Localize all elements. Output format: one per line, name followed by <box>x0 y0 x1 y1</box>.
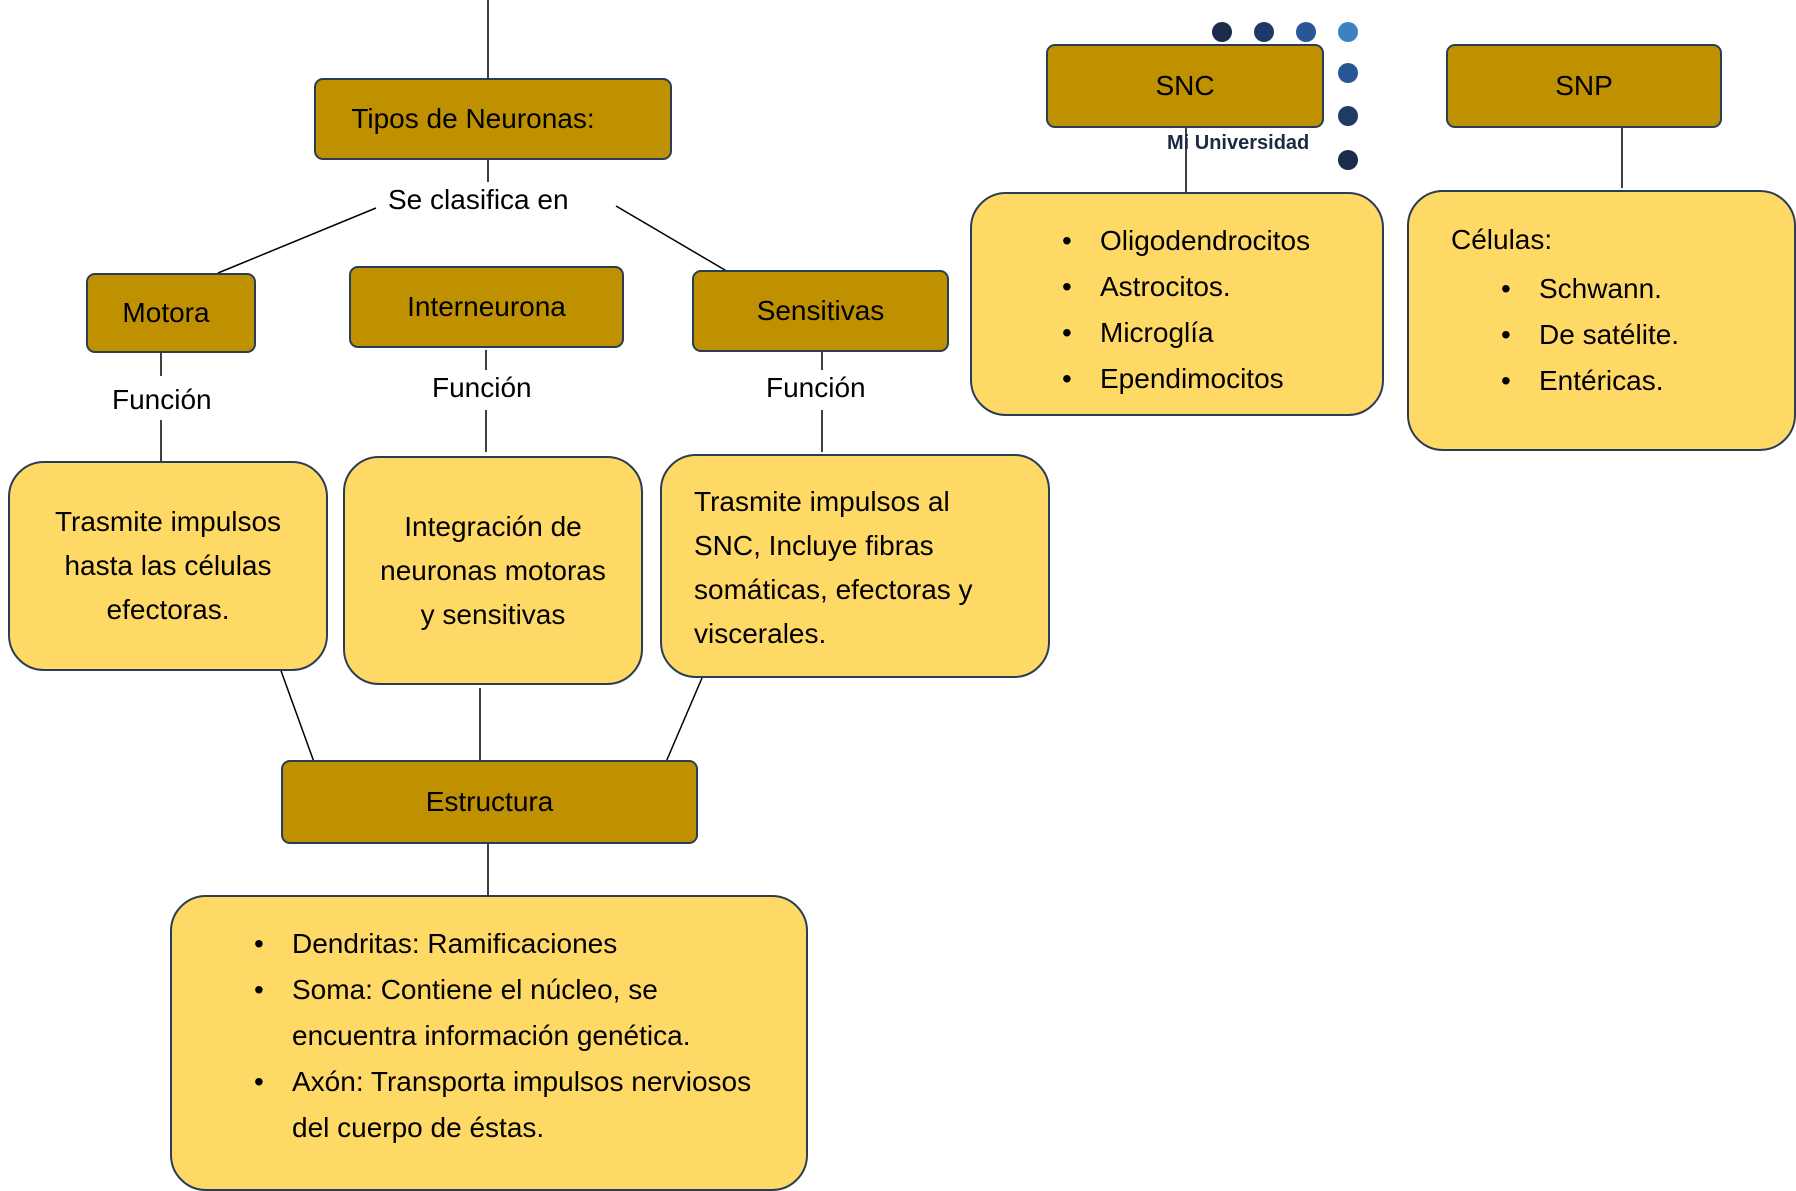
snc-list: Oligodendrocitos Astrocitos. Microglía E… <box>1054 218 1362 402</box>
structure-list: Dendritas: Ramificaciones Soma: Contiene… <box>246 921 766 1151</box>
connector-classify-to-sensitivas <box>615 205 731 274</box>
list-item: Schwann. <box>1493 266 1774 312</box>
snc-list-card: Oligodendrocitos Astrocitos. Microglía E… <box>970 192 1384 416</box>
classify-label: Se clasifica en <box>382 182 575 218</box>
snc-title: SNC <box>1155 70 1215 101</box>
motora-description-card: Trasmite impulsos hasta las células efec… <box>8 461 328 671</box>
list-item: Dendritas: Ramificaciones <box>246 921 766 967</box>
sensitivas-description-card: Trasmite impulsos al SNC, Incluye fibras… <box>660 454 1050 678</box>
type-sensitivas-header: Sensitivas <box>692 270 949 352</box>
types-title: Tipos de Neuronas: <box>351 103 595 134</box>
logo-dot-icon <box>1338 22 1358 42</box>
sensitivas-description: Trasmite impulsos al SNC, Incluye fibras… <box>694 486 973 649</box>
type-motora-header: Motora <box>86 273 256 353</box>
structure-header: Estructura <box>281 760 698 844</box>
list-item: Oligodendrocitos <box>1054 218 1362 264</box>
logo-text: Mi Universidad <box>1167 132 1310 154</box>
type-sensitivas-title: Sensitivas <box>756 295 885 326</box>
logo-dot-icon <box>1254 22 1274 42</box>
types-title-box: Tipos de Neuronas: <box>314 78 672 160</box>
snp-title: SNP <box>1555 70 1613 101</box>
connector-motora-card-to-structure <box>279 667 315 763</box>
relation-label-motora: Función <box>106 382 218 418</box>
structure-list-card: Dendritas: Ramificaciones Soma: Contiene… <box>170 895 808 1191</box>
connector-classify-to-motora <box>217 207 377 274</box>
type-interneurona-title: Interneurona <box>407 291 566 322</box>
list-item: Soma: Contiene el núcleo, se encuentra i… <box>246 967 766 1059</box>
snp-list: Schwann. De satélite. Entéricas. <box>1451 266 1774 404</box>
snp-intro: Células: <box>1451 224 1553 255</box>
logo-dot-icon <box>1338 106 1358 126</box>
list-item: De satélite. <box>1493 312 1774 358</box>
list-item: Astrocitos. <box>1054 264 1362 310</box>
logo-dot-icon <box>1338 150 1358 170</box>
interneurona-description: Integración de neuronas motoras y sensit… <box>380 510 606 630</box>
snc-header: SNC <box>1046 44 1324 128</box>
type-interneurona-header: Interneurona <box>349 266 624 348</box>
logo-dot-icon <box>1338 63 1358 83</box>
interneurona-description-card: Integración de neuronas motoras y sensit… <box>343 456 643 685</box>
logo-dot-icon <box>1212 22 1232 42</box>
list-item: Microglía <box>1054 310 1362 356</box>
relation-label-interneurona: Función <box>426 370 538 406</box>
snp-list-card: Células: Schwann. De satélite. Entéricas… <box>1407 190 1796 451</box>
relation-label-sensitivas: Función <box>760 370 872 406</box>
snp-header: SNP <box>1446 44 1722 128</box>
structure-title: Estructura <box>425 786 554 817</box>
logo-dot-icon <box>1296 22 1316 42</box>
type-motora-title: Motora <box>122 297 210 328</box>
connector-sensitivas-card-to-structure <box>665 677 703 763</box>
list-item: Axón: Transporta impulsos nerviosos del … <box>246 1059 766 1151</box>
list-item: Entéricas. <box>1493 358 1774 404</box>
motora-description: Trasmite impulsos hasta las células efec… <box>54 506 282 625</box>
list-item: Ependimocitos <box>1054 356 1362 402</box>
